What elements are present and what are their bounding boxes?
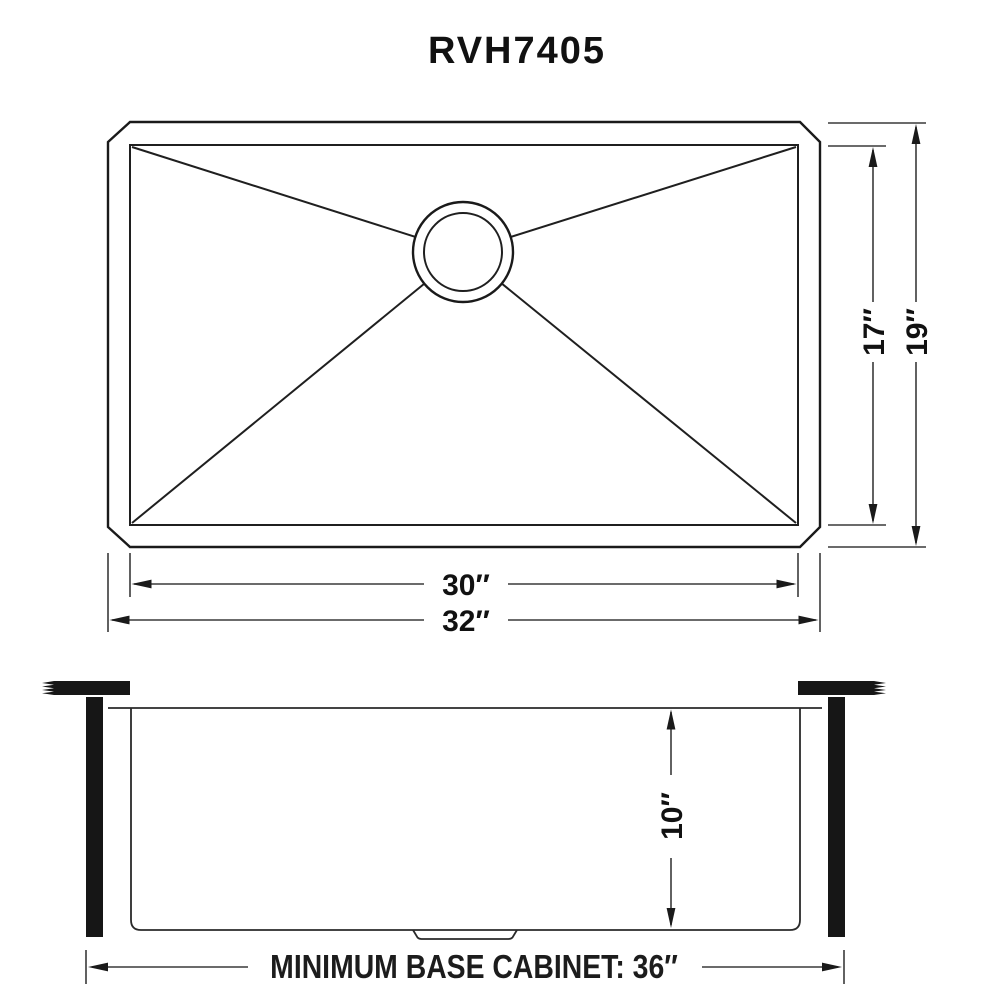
arrowhead-down-icon bbox=[868, 504, 878, 524]
arrowhead-down-icon bbox=[666, 908, 676, 928]
arrowhead-up-icon bbox=[911, 124, 921, 144]
slope-line-bottom-right bbox=[462, 251, 797, 524]
cabinet-wall-right bbox=[828, 697, 845, 937]
arrowhead-left-icon bbox=[131, 579, 152, 589]
bowl-depth-label: 10″ bbox=[656, 792, 689, 840]
top-view bbox=[106, 120, 822, 549]
arrowhead-left-icon bbox=[88, 962, 108, 972]
side-view: 10″ bbox=[42, 681, 886, 940]
drain-boss bbox=[412, 929, 518, 940]
outer-width-label: 32″ bbox=[442, 605, 490, 638]
arrowhead-left-icon bbox=[109, 615, 130, 625]
inner-width-label: 30″ bbox=[442, 569, 490, 602]
inner-depth-label: 17″ bbox=[858, 308, 891, 356]
sink-outer-rim bbox=[106, 120, 822, 549]
arrowhead-right-icon bbox=[798, 615, 819, 625]
cabinet-wall-left bbox=[86, 697, 103, 937]
countertop-left bbox=[42, 681, 130, 695]
arrowhead-down-icon bbox=[911, 526, 921, 546]
outer-depth-label: 19″ bbox=[901, 308, 934, 356]
arrowhead-up-icon bbox=[666, 709, 676, 730]
width-dimensions: 30″ 32″ bbox=[107, 553, 821, 638]
countertop-right bbox=[798, 681, 886, 695]
cabinet-dimension: MINIMUM BASE CABINET: 36″ bbox=[85, 948, 845, 986]
sink-basin-edge bbox=[129, 144, 799, 526]
cabinet-note-label: MINIMUM BASE CABINET: 36″ bbox=[270, 948, 678, 986]
arrowhead-right-icon bbox=[822, 962, 842, 972]
sink-bowl-profile bbox=[130, 708, 801, 931]
slope-line-top-right bbox=[462, 146, 797, 253]
drain-inner-circle bbox=[423, 212, 503, 292]
page-title: RVH7405 bbox=[428, 30, 606, 72]
slope-line-top-left bbox=[131, 146, 464, 253]
arrowhead-right-icon bbox=[776, 579, 797, 589]
slope-line-bottom-left bbox=[131, 251, 464, 524]
arrowhead-up-icon bbox=[868, 147, 878, 167]
depth-dimensions: 17″ 19″ bbox=[828, 122, 934, 548]
